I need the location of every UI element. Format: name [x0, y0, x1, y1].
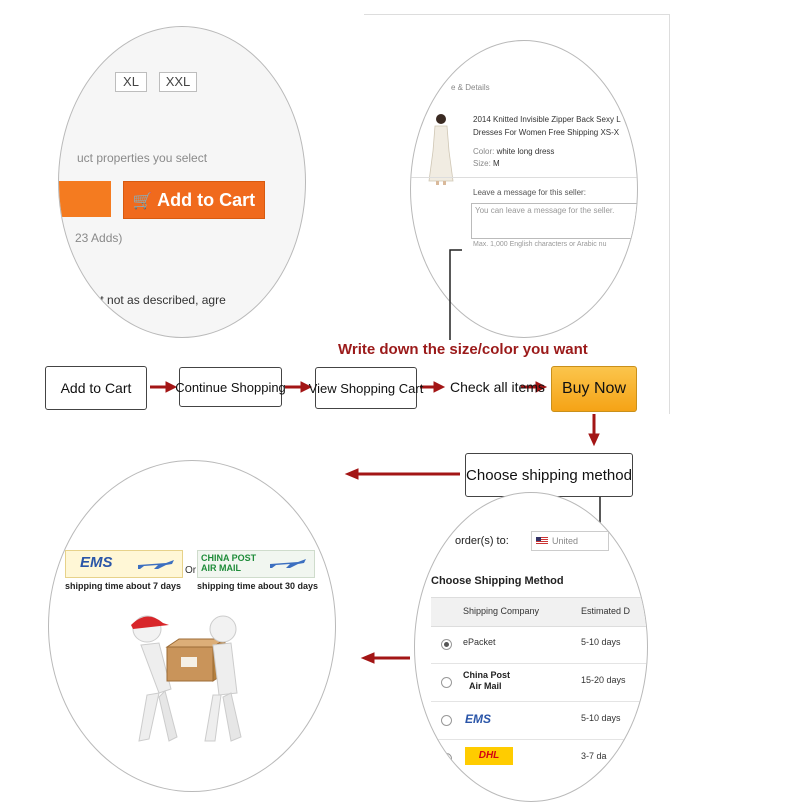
size-color-instruction: Write down the size/color you want — [338, 341, 588, 358]
step-check-all-items: Check all items — [450, 379, 545, 395]
message-max-hint: Max. 1,000 English characters or Arabic … — [473, 241, 607, 248]
radio-unselected[interactable] — [441, 715, 452, 726]
table-row[interactable]: EMS 5-10 days — [431, 701, 647, 740]
delivery-days: 5-10 days — [581, 713, 621, 723]
product-color: Color: white long dress — [473, 147, 555, 156]
table-row[interactable]: DHL 3-7 da — [431, 739, 647, 777]
details-label: e & Details — [451, 83, 490, 92]
radio-selected[interactable] — [441, 639, 452, 650]
table-row[interactable]: China Post Air Mail 15-20 days — [431, 663, 647, 702]
or-separator: Or — [185, 565, 197, 576]
buy-now-button-partial[interactable] — [59, 181, 111, 217]
arrow-2-head — [300, 381, 313, 393]
step-buy-now-button[interactable]: Buy Now — [551, 366, 637, 412]
table-row[interactable]: ePacket 5-10 days — [431, 625, 647, 664]
ems-logo: EMS — [65, 550, 183, 578]
delivery-days: 5-10 days — [581, 637, 621, 647]
arrow-down-head — [588, 433, 600, 447]
frame-right — [669, 14, 670, 414]
us-flag-icon — [536, 537, 548, 545]
not-described-text: duct not as described, agre — [81, 293, 226, 307]
arrow-1-head — [165, 381, 178, 393]
shipping-table-header: Shipping Company Estimated D — [431, 597, 647, 627]
delivery-days: 15-20 days — [581, 675, 626, 685]
add-to-cart-label: Add to Cart — [157, 190, 256, 210]
frame-top — [364, 14, 670, 15]
radio-unselected[interactable] — [441, 753, 452, 764]
divider — [411, 177, 637, 178]
col-shipping-company: Shipping Company — [463, 606, 540, 616]
delivery-men-illustration — [131, 615, 242, 742]
radio-unselected[interactable] — [441, 677, 452, 688]
message-label: Leave a message for this seller: — [473, 188, 586, 197]
arrow-left-top-head — [344, 468, 359, 480]
arrow-4-head — [535, 381, 548, 393]
shipping-method-circle: order(s) to: United Choose Shipping Meth… — [414, 492, 648, 802]
plane-icon — [138, 560, 174, 569]
col-estimated: Estimated D — [581, 606, 631, 616]
size-option-xxl[interactable]: XXL — [159, 72, 197, 92]
message-placeholder: You can leave a message for the seller. — [475, 206, 615, 215]
shipping-method-title: Choose Shipping Method — [431, 575, 564, 587]
dhl-logo-icon: DHL — [465, 747, 513, 765]
arrow-left-bottom-head — [360, 652, 375, 664]
seller-message-input[interactable]: You can leave a message for the seller. — [471, 203, 637, 239]
dress-thumbnail — [428, 114, 454, 185]
adds-count: 23 Adds) — [75, 231, 123, 245]
size-option-xl[interactable]: XL — [115, 72, 147, 92]
company-name: ePacket — [463, 637, 496, 647]
add-to-cart-button[interactable]: 🛒 Add to Cart — [123, 181, 265, 219]
message-connector-line — [449, 249, 462, 340]
product-size: Size: M — [473, 159, 500, 168]
product-title[interactable]: 2014 Knitted Invisible Zipper Back Sexy … — [473, 115, 621, 137]
company-name: China Post Air Mail — [463, 670, 511, 691]
delivery-days: 3-7 da — [581, 751, 607, 761]
step-view-shopping-cart[interactable]: View Shopping Cart — [309, 367, 423, 409]
cart-icon: 🛒 — [132, 193, 153, 210]
step-choose-shipping-method[interactable]: Choose shipping method — [465, 453, 633, 497]
ship-to-label: order(s) to: — [455, 535, 509, 547]
step-continue-shopping[interactable]: Continue Shopping — [175, 367, 286, 407]
plane-icon — [270, 559, 306, 568]
country-select[interactable]: United — [531, 531, 609, 551]
order-details-circle: e & Details 2014 Knitted Invisible Zippe… — [410, 40, 638, 338]
step-add-to-cart[interactable]: Add to Cart — [45, 366, 147, 410]
arrow-3-head — [433, 381, 446, 393]
ems-shipping-time: shipping time about 7 days — [65, 581, 182, 591]
china-post-shipping-time: shipping time about 30 days — [197, 581, 319, 591]
properties-hint: uct properties you select — [77, 151, 208, 165]
ems-logo-icon: EMS — [465, 712, 492, 726]
cart-zoom-circle: XL XXL uct properties you select 🛒 Add t… — [58, 26, 306, 338]
